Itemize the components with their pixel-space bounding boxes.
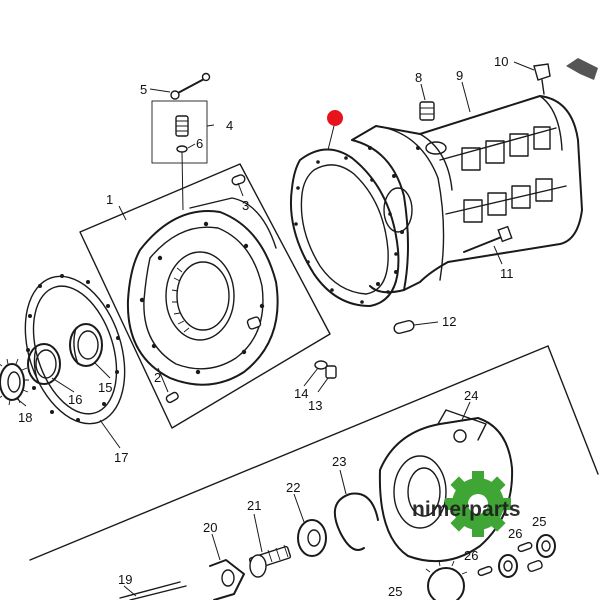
callout-13: 13 (308, 398, 322, 413)
breather-10 (533, 63, 551, 95)
callout-4: 4 (226, 118, 233, 133)
parts-25-26 (425, 534, 556, 600)
callout-26-bottom: 26 (464, 548, 478, 563)
nimerparts-logo: nimerparts (412, 471, 521, 537)
stud-21 (248, 544, 292, 578)
pin-12 (393, 320, 415, 334)
arrow-left-icon (566, 58, 598, 80)
washer-22 (297, 519, 327, 557)
callout-25-bottom: 25 (388, 584, 402, 599)
screw-13-14 (314, 360, 337, 379)
bracket-20 (209, 559, 245, 600)
callout-21: 21 (247, 498, 261, 513)
group-4-frame (151, 100, 208, 164)
callout-3: 3 (242, 198, 249, 213)
seal-16 (27, 343, 61, 385)
callout-23: 23 (332, 454, 346, 469)
callout-15: 15 (98, 380, 112, 395)
callout-14: 14 (294, 386, 308, 401)
callout-1: 1 (106, 192, 113, 207)
seal-15 (69, 323, 103, 367)
pin-2 (165, 391, 179, 404)
shaft-19 (119, 581, 187, 600)
callout-labels: 1 2 3 4 5 6 8 9 10 11 12 13 14 15 16 17 … (18, 54, 546, 599)
pin-3 (231, 174, 246, 186)
callout-19: 19 (118, 572, 132, 587)
snap-ring-23 (333, 492, 379, 551)
selection-marker (327, 110, 343, 126)
callout-10: 10 (494, 54, 508, 69)
gasket-ring (289, 148, 400, 307)
callout-20: 20 (203, 520, 217, 535)
bolt-11 (463, 225, 513, 253)
plug-8 (419, 101, 435, 121)
callout-26-right: 26 (508, 526, 522, 541)
lever-5 (170, 72, 211, 100)
callout-17: 17 (114, 450, 128, 465)
callout-25-right: 25 (532, 514, 546, 529)
assembly-1-frame (79, 163, 331, 429)
callout-24: 24 (464, 388, 478, 403)
callout-12: 12 (442, 314, 456, 329)
callout-5: 5 (140, 82, 147, 97)
callout-6: 6 (196, 136, 203, 151)
callout-22: 22 (286, 480, 300, 495)
leader-lines (15, 61, 535, 597)
callout-11: 11 (500, 266, 514, 281)
valve-6 (175, 115, 189, 211)
callout-9: 9 (456, 68, 463, 83)
callout-8: 8 (415, 70, 422, 85)
gasket-17 (24, 274, 126, 425)
callout-18: 18 (18, 410, 32, 425)
callout-2: 2 (154, 370, 161, 385)
lower-assembly-frame (29, 345, 599, 561)
housing-1 (126, 197, 279, 386)
watermark-text: nimerparts (412, 498, 521, 521)
callout-16: 16 (68, 392, 82, 407)
case-9 (351, 95, 583, 294)
gear-18 (0, 358, 29, 406)
